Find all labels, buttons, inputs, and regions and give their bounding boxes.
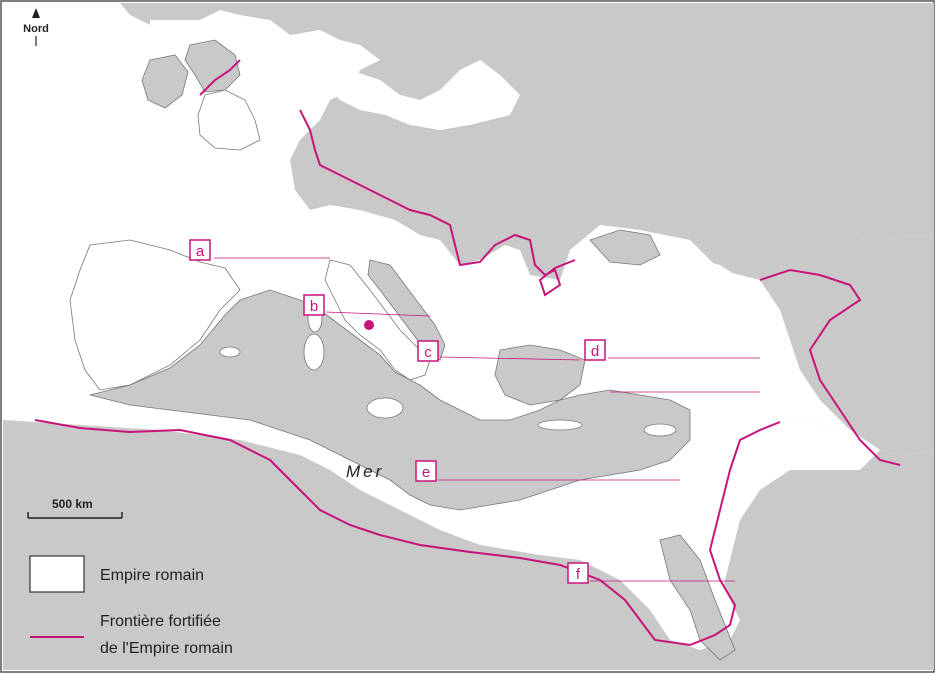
legend-empire-label: Empire romain: [100, 567, 204, 584]
baltic-sea: [325, 60, 520, 130]
svg-text:b: b: [310, 298, 318, 315]
frontier-east: [759, 268, 901, 466]
scale-label: 500 km: [52, 497, 93, 511]
label-a[interactable]: a: [189, 239, 211, 261]
north-arrow-icon: [32, 8, 40, 18]
britain-empire: [197, 89, 261, 151]
britain-north: [184, 39, 241, 93]
balearics: [219, 346, 241, 358]
italy: [324, 259, 431, 381]
black-sea: [560, 255, 750, 320]
cyprus: [643, 423, 677, 437]
svg-text:c: c: [424, 344, 432, 361]
rome-marker: [364, 320, 374, 330]
frontier-north: [199, 59, 576, 297]
label-d[interactable]: d: [584, 339, 606, 361]
label-f[interactable]: f: [567, 562, 589, 584]
frontier-south: [34, 419, 781, 647]
sardinia: [303, 333, 325, 371]
legend-empire-swatch: [29, 555, 85, 593]
adriatic-sea: [367, 259, 446, 361]
svg-text:f: f: [576, 566, 581, 583]
north-label: Nord: [23, 23, 49, 35]
compass: Nord: [23, 8, 49, 46]
label-c[interactable]: c: [417, 340, 439, 362]
leader-c: [439, 356, 581, 361]
sicily: [366, 397, 404, 419]
svg-text:e: e: [422, 464, 430, 481]
scale-bar: 500 km: [27, 497, 123, 519]
legend: Empire romain Frontière fortifiée de l'E…: [29, 555, 233, 657]
crete: [537, 419, 583, 431]
iberia: [69, 239, 241, 391]
crimea: [589, 229, 661, 266]
red-sea: [659, 534, 736, 661]
legend-frontier-label-2: de l'Empire romain: [100, 640, 233, 657]
sea-label: Mer: [346, 462, 384, 481]
ireland: [141, 54, 189, 109]
leader-b: [325, 311, 431, 317]
land-outside-north: [120, 3, 934, 280]
label-e[interactable]: e: [415, 460, 437, 482]
svg-text:d: d: [591, 343, 599, 360]
label-b[interactable]: b: [303, 294, 325, 316]
land-outside-east: [760, 235, 934, 455]
svg-text:a: a: [196, 243, 205, 260]
legend-frontier-label-1: Frontière fortifiée: [100, 613, 221, 630]
land-outside-south: [3, 420, 934, 670]
